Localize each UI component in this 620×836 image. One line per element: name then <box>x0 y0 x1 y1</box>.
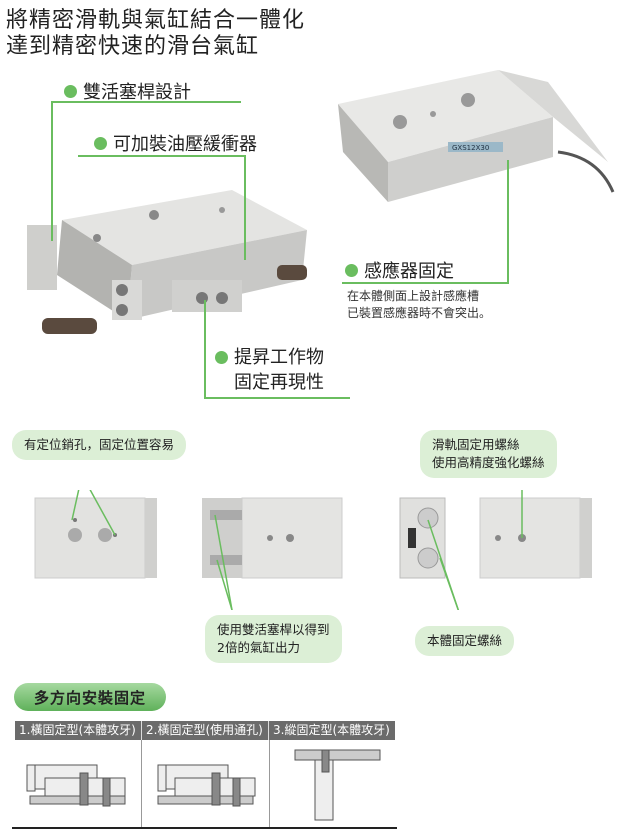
callout-dual-output: 使用雙活塞桿以得到 2倍的氣缸出力 <box>205 615 342 663</box>
leader-line <box>51 101 241 103</box>
bullet-dot-icon <box>215 351 228 364</box>
headline-line-1: 將精密滑軌與氣缸結合一體化 <box>6 8 306 33</box>
table-bottom-rule <box>12 827 397 829</box>
mounting-table-header: 1.橫固定型(本體攻牙) 2.橫固定型(使用通孔) 3.縱固定型(本體攻牙) <box>15 721 395 740</box>
callout-line: 使用高精度強化螺絲 <box>432 455 545 470</box>
product-label: GXS12X30 <box>452 144 489 152</box>
feature-label: 感應器固定 <box>364 261 454 282</box>
feature-repeatability: 提昇工作物 固定再現性 <box>215 345 324 395</box>
leader-line <box>204 397 350 399</box>
column-header: 3.縱固定型(本體攻牙) <box>273 723 390 737</box>
feature-dual-rod: 雙活塞桿設計 <box>64 78 191 104</box>
column-divider <box>141 740 142 828</box>
leader-line <box>342 282 509 284</box>
product-image-main <box>27 190 307 334</box>
callout-line: 2倍的氣缸出力 <box>217 640 300 655</box>
product-image-sensor: GXS12X30 <box>338 70 615 202</box>
feature-label: 雙活塞桿設計 <box>83 82 191 103</box>
column-header: 2.橫固定型(使用通孔) <box>142 721 269 740</box>
leader-line <box>51 101 53 241</box>
callout-body-screws: 本體固定螺絲 <box>415 626 515 656</box>
feature-sensor: 感應器固定 <box>345 257 454 283</box>
leader-line <box>244 155 246 260</box>
feature-shock-absorber: 可加裝油壓緩衝器 <box>94 130 257 156</box>
feature-label: 可加裝油壓緩衝器 <box>113 134 257 155</box>
headline-line-2: 達到精密快速的滑台氣缸 <box>6 34 260 59</box>
sensor-description: 在本體側面上設計感應槽 已裝置感應器時不會突出。 <box>347 288 491 322</box>
callout-pin-holes: 有定位銷孔，固定位置容易 <box>12 430 187 460</box>
leader-line <box>507 160 509 284</box>
callout-rail-screws: 滑軌固定用螺絲 使用高精度強化螺絲 <box>420 430 557 478</box>
sensor-desc-line: 在本體側面上設計感應槽 <box>347 289 480 303</box>
mounting-diagrams <box>26 749 381 821</box>
column-divider <box>269 740 270 828</box>
bullet-dot-icon <box>94 136 107 150</box>
section-title-mounting: 多方向安裝固定 <box>14 683 166 711</box>
leader-line <box>204 300 206 399</box>
detail-images <box>34 490 592 610</box>
feature-label: 固定再現性 <box>234 372 324 393</box>
column-header: 1.橫固定型(本體攻牙) <box>15 721 142 740</box>
bullet-dot-icon <box>345 263 358 277</box>
leader-line <box>78 155 246 157</box>
feature-label: 提昇工作物 <box>234 347 324 368</box>
bullet-dot-icon <box>64 84 77 98</box>
callout-line: 使用雙活塞桿以得到 <box>217 622 330 637</box>
callout-line: 滑軌固定用螺絲 <box>432 437 520 452</box>
sensor-desc-line: 已裝置感應器時不會突出。 <box>347 306 492 320</box>
